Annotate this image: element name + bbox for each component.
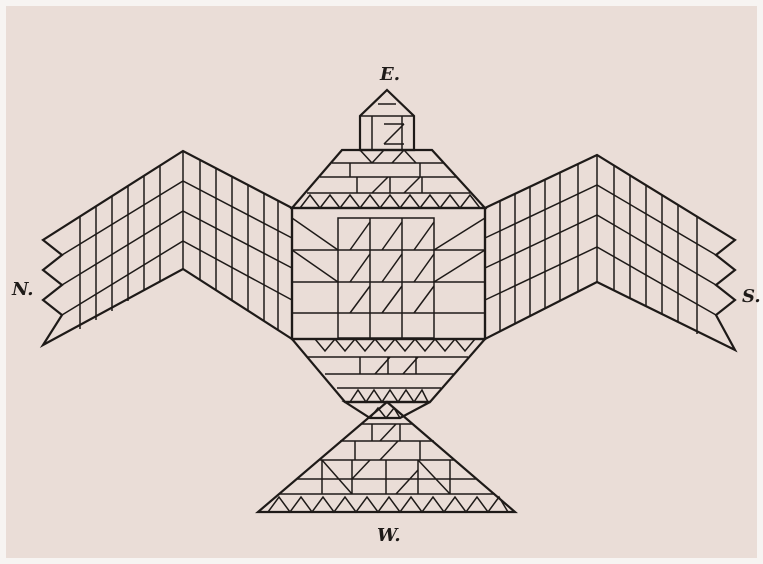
- left-wing: [43, 151, 292, 345]
- bird-head: [360, 90, 414, 150]
- bird-waist: [292, 339, 485, 418]
- label-right: S.: [742, 286, 761, 307]
- right-wing: [485, 155, 735, 350]
- label-bottom: W.: [377, 525, 401, 546]
- label-left: N.: [11, 279, 34, 300]
- bird-body: [292, 208, 485, 339]
- label-top: E.: [379, 64, 400, 85]
- bird-neck: [292, 150, 485, 208]
